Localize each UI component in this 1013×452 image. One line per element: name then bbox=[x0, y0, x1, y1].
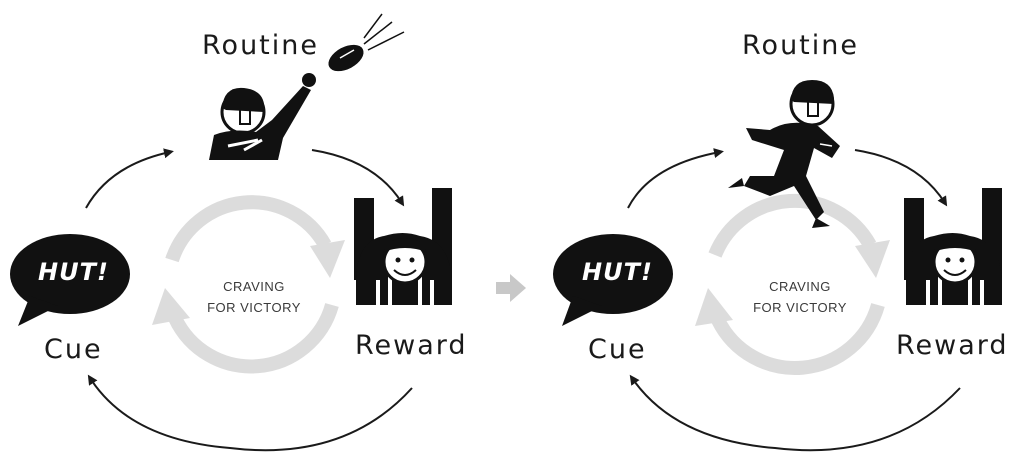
reward-label: Reward bbox=[355, 330, 468, 361]
cue-to-routine-arrow bbox=[627, 148, 724, 209]
referee-touchdown-icon bbox=[354, 188, 452, 305]
reward-label: Reward bbox=[896, 330, 1009, 361]
cue-label: Cue bbox=[588, 334, 647, 365]
craving-text: CRAVING FOR VICTORY bbox=[189, 276, 319, 318]
routine-label: Routine bbox=[202, 30, 319, 61]
reward-to-cue-arrow bbox=[87, 374, 413, 452]
referee-touchdown-icon bbox=[904, 188, 1002, 305]
craving-line-1: CRAVING bbox=[223, 279, 285, 294]
cue-label: Cue bbox=[44, 334, 103, 365]
routine-to-reward-arrow bbox=[854, 149, 948, 207]
habit-loop-left bbox=[10, 13, 452, 452]
craving-ring bbox=[695, 193, 890, 375]
craving-line-1: CRAVING bbox=[769, 279, 831, 294]
habit-loop-right bbox=[553, 80, 1002, 452]
right-arrow-icon bbox=[496, 274, 526, 302]
hut-speech-bubble-icon bbox=[10, 234, 130, 326]
craving-text: CRAVING FOR VICTORY bbox=[735, 276, 865, 318]
hut-speech-bubble-icon bbox=[553, 234, 673, 326]
hut-bubble-text: HUT! bbox=[582, 258, 653, 286]
reward-to-cue-arrow bbox=[629, 374, 961, 452]
player-running-icon bbox=[728, 80, 840, 228]
hut-bubble-text: HUT! bbox=[38, 258, 109, 286]
craving-line-2: FOR VICTORY bbox=[753, 300, 847, 315]
craving-ring bbox=[152, 195, 345, 374]
craving-line-2: FOR VICTORY bbox=[207, 300, 301, 315]
cue-to-routine-arrow bbox=[85, 148, 174, 209]
routine-to-reward-arrow bbox=[311, 149, 405, 207]
quarterback-throwing-icon bbox=[209, 13, 405, 160]
routine-label: Routine bbox=[742, 30, 859, 61]
